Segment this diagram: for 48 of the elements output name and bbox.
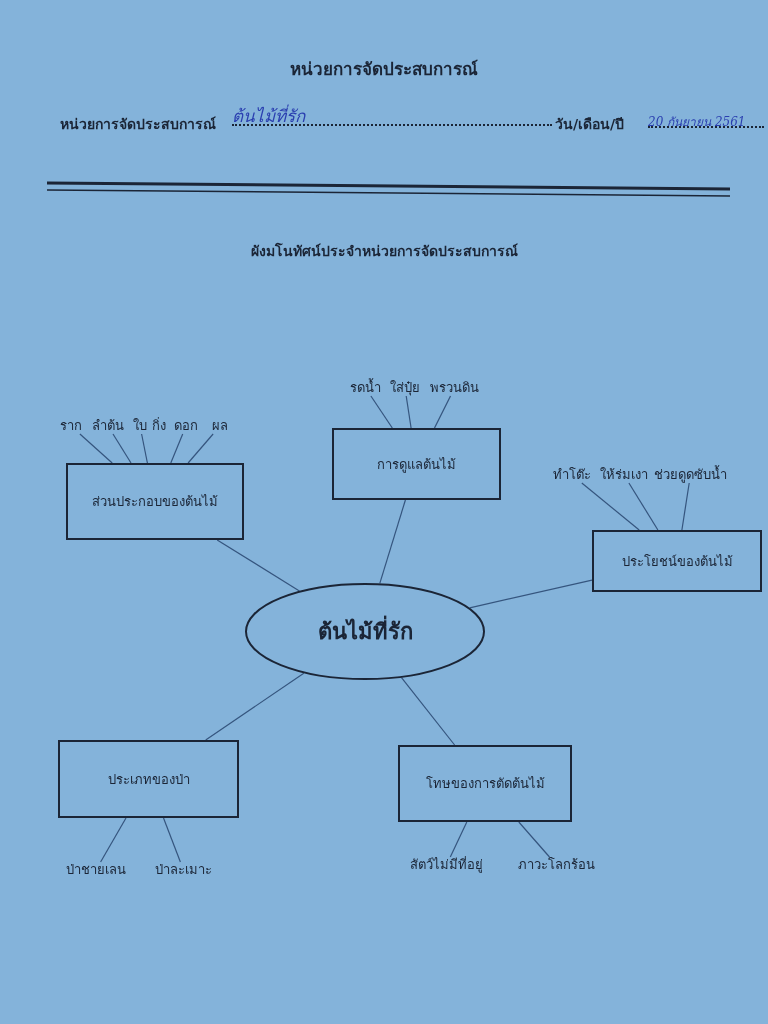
connector-line — [79, 433, 113, 464]
connector-line — [205, 672, 305, 741]
topic-box: โทษของการตัดต้นไม้ — [398, 745, 572, 822]
branch-label: ป่าชายเลน — [66, 862, 126, 878]
branch-label: ให้ร่มเงา — [600, 467, 648, 483]
connector-line — [112, 433, 132, 464]
branch-label: ลำต้น — [92, 418, 124, 434]
connector-line — [187, 433, 214, 464]
connector-line — [141, 433, 148, 464]
branch-label: รดน้ำ — [350, 380, 381, 396]
connector-line — [433, 395, 452, 429]
branch-label: ใส่ปุ๋ย — [390, 380, 420, 396]
connector-line — [518, 821, 551, 858]
central-ellipse: ต้นไม้ที่รัก — [245, 583, 485, 680]
topic-box: ส่วนประกอบของต้นไม้ — [66, 463, 244, 540]
connector-line — [449, 821, 468, 858]
topic-box: ประโยชน์ของต้นไม้ — [592, 530, 762, 592]
branch-label: สัตว์ไม่มีที่อยู่ — [410, 857, 483, 873]
branch-label: ดอก — [174, 418, 198, 434]
branch-label: ช่วยดูดซับน้ำ — [654, 467, 727, 483]
branch-label: กิ่ง — [152, 418, 166, 434]
branch-label: ทำโต๊ะ — [553, 467, 591, 483]
page-title: หน่วยการจัดประสบการณ์ — [289, 58, 479, 81]
connector-line — [379, 499, 406, 584]
connector-line — [405, 395, 412, 429]
connector-line — [370, 395, 393, 429]
topic-box: การดูแลต้นไม้ — [332, 428, 501, 500]
branch-label: ราก — [60, 418, 82, 434]
connector-line — [681, 482, 690, 531]
fill-in-line: ต้นไม้ที่รัก — [232, 102, 552, 126]
branch-label: พรวนดิน — [430, 380, 479, 396]
branch-label: ผล — [212, 418, 228, 434]
diagram-heading: ผังมโนทัศน์ประจำหน่วยการจัดประสบการณ์ — [249, 241, 519, 261]
branch-label: ภาวะโลกร้อน — [518, 857, 595, 873]
branch-label: ป่าละเมาะ — [155, 862, 212, 878]
connector-line — [628, 482, 659, 531]
connector-line — [400, 677, 456, 746]
fill-in-line: 20 กันยายน 2561 — [648, 112, 764, 128]
connector-line — [581, 482, 640, 531]
form-label: หน่วยการจัดประสบการณ์ — [60, 115, 216, 134]
connector-line — [170, 433, 184, 464]
connector-line — [469, 579, 593, 609]
form-label: วัน/เดือน/ปี — [555, 115, 625, 134]
topic-box: ประเภทของป่า — [58, 740, 239, 818]
connector-line — [100, 817, 127, 863]
connector-line — [216, 539, 300, 592]
connector-line — [162, 817, 181, 863]
branch-label: ใบ — [133, 418, 147, 434]
